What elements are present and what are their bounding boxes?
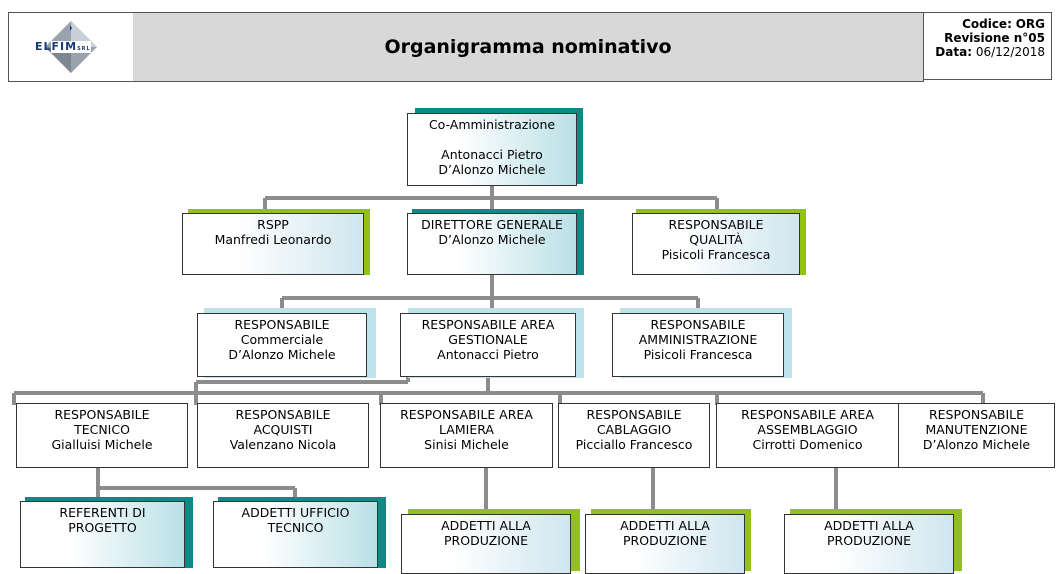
node-title: TECNICO (74, 422, 130, 437)
node-person: D’Alonzo Michele (438, 162, 546, 177)
node-title: DIRETTORE GENERALE (421, 217, 563, 232)
node-title: PRODUZIONE (827, 533, 911, 548)
org-node-responsabile-area-gestionale: RESPONSABILE AREA GESTIONALE Antonacci P… (400, 313, 576, 377)
org-node-responsabile-manutenzione: RESPONSABILE MANUTENZIONE D’Alonzo Miche… (898, 403, 1055, 468)
node-title: RESPONSABILE (650, 317, 746, 332)
logo-cell: ELFIMSRL (8, 12, 134, 82)
org-node-referenti-di-progetto: REFERENTI DI PROGETTO (20, 501, 185, 568)
node-title: REFERENTI DI (59, 505, 146, 520)
node-title: RESPONSABILE (235, 407, 331, 422)
node-title: PROGETTO (68, 520, 137, 535)
page-title: Organigramma nominativo (133, 12, 924, 82)
org-node-addetti-produzione-2: ADDETTI ALLA PRODUZIONE (585, 514, 745, 574)
node-title: RESPONSABILE (586, 407, 682, 422)
node-title: QUALITÀ (689, 232, 743, 247)
node-title: Co-Amministrazione (428, 117, 556, 132)
node-person: Sinisi Michele (424, 437, 509, 452)
node-title: Commerciale (240, 332, 324, 347)
node-title: RSPP (257, 217, 289, 232)
code-value: ORG (1015, 17, 1045, 31)
org-node-rspp: RSPP Manfredi Leonardo (182, 213, 364, 275)
date-label: Data: (935, 45, 972, 59)
org-node-responsabile-cablaggio: RESPONSABILE CABLAGGIO Picciallo Frances… (558, 403, 710, 468)
node-person: D’Alonzo Michele (228, 347, 336, 362)
document-header: ELFIMSRL Organigramma nominativo Codice:… (8, 12, 1054, 82)
document-code-block: Codice: ORG Revisione n°05 Data: 06/12/2… (924, 12, 1052, 80)
logo-text: ELFIMSRL (35, 40, 91, 53)
node-person: Pisicoli Francesca (661, 247, 771, 262)
node-title: RESPONSABILE AREA (400, 407, 533, 422)
logo-icon (45, 21, 97, 73)
node-title: RESPONSABILE AREA (421, 317, 555, 332)
node-title: ADDETTI ALLA (620, 518, 710, 533)
code-label: Codice: (962, 17, 1012, 31)
org-node-responsabile-tecnico: RESPONSABILE TECNICO Gialluisi Michele (16, 403, 188, 468)
node-title: RESPONSABILE (234, 317, 330, 332)
node-title: RESPONSABILE (928, 407, 1025, 422)
node-person: D’Alonzo Michele (438, 232, 546, 247)
node-person: Antonacci Pietro (437, 347, 539, 362)
node-title: ADDETTI ALLA (824, 518, 914, 533)
org-node-responsabile-commerciale: RESPONSABILE Commerciale D’Alonzo Michel… (197, 313, 367, 377)
node-title: LAMIERA (439, 422, 494, 437)
node-person: Valenzano Nicola (229, 437, 337, 452)
org-node-responsabile-area-lamiera: RESPONSABILE AREA LAMIERA Sinisi Michele (380, 403, 553, 468)
node-person: Pisicoli Francesca (643, 347, 753, 362)
node-title: CABLAGGIO (596, 422, 672, 437)
node-person: Manfredi Leonardo (214, 232, 332, 247)
node-title: MANUTENZIONE (925, 422, 1028, 437)
node-title: TECNICO (267, 520, 324, 535)
node-title: PRODUZIONE (623, 533, 707, 548)
node-person: Picciallo Francesco (575, 437, 693, 452)
date-value: 06/12/2018 (975, 45, 1045, 59)
org-node-responsabile-qualita: RESPONSABILE QUALITÀ Pisicoli Francesca (632, 213, 800, 275)
org-node-addetti-produzione-3: ADDETTI ALLA PRODUZIONE (784, 514, 954, 574)
node-title: RESPONSABILE (668, 217, 764, 232)
node-title: ASSEMBLAGGIO (757, 422, 858, 437)
node-title: RESPONSABILE AREA (741, 407, 874, 422)
node-person: Gialluisi Michele (51, 437, 153, 452)
org-node-responsabile-amministrazione: RESPONSABILE AMMINISTRAZIONE Pisicoli Fr… (612, 313, 784, 377)
node-title: AMMINISTRAZIONE (638, 332, 758, 347)
node-person: Antonacci Pietro (441, 147, 543, 162)
org-node-addetti-ufficio-tecnico: ADDETTI UFFICIO TECNICO (213, 501, 378, 568)
node-title: RESPONSABILE (54, 407, 150, 422)
node-person: D’Alonzo Michele (922, 437, 1031, 452)
node-title: GESTIONALE (448, 332, 528, 347)
org-node-responsabile-area-assemblaggio: RESPONSABILE AREA ASSEMBLAGGIO Cirrotti … (716, 403, 899, 468)
node-person: Cirrotti Domenico (752, 437, 863, 452)
org-node-addetti-produzione-1: ADDETTI ALLA PRODUZIONE (401, 514, 571, 574)
node-spacer (408, 132, 576, 147)
org-node-co-amministrazione: Co-Amministrazione Antonacci Pietro D’Al… (407, 113, 577, 186)
org-node-responsabile-acquisti: RESPONSABILE ACQUISTI Valenzano Nicola (197, 403, 369, 468)
node-title: ACQUISTI (253, 422, 313, 437)
node-title: ADDETTI UFFICIO (241, 505, 350, 520)
revision-text: Revisione n°05 (944, 31, 1045, 45)
node-title: ADDETTI ALLA (441, 518, 531, 533)
node-title: PRODUZIONE (444, 533, 528, 548)
org-node-direttore-generale: DIRETTORE GENERALE D’Alonzo Michele (407, 213, 577, 275)
